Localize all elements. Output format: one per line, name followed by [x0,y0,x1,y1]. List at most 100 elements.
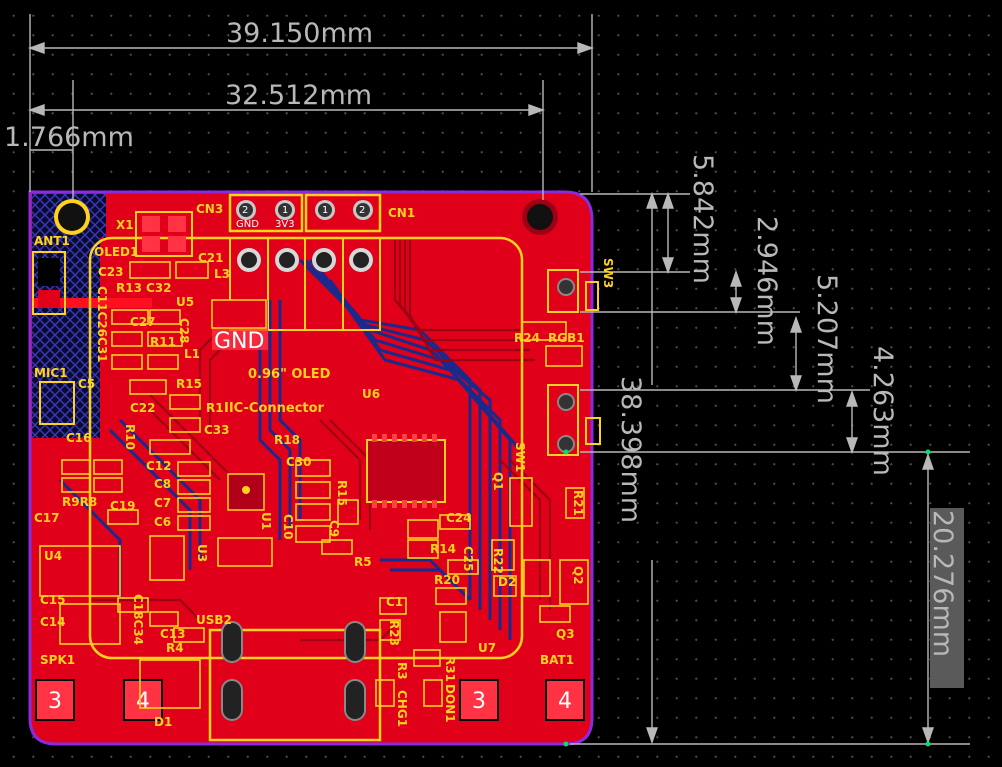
label-x1: X1 [116,218,134,232]
snap-points [563,449,931,747]
label-c15: C15 [40,593,66,607]
label-bat1: BAT1 [540,653,574,667]
label-r11: R11 [150,335,176,349]
cn3-pin1[interactable] [275,200,295,220]
spk1-pad-right[interactable]: 4 [123,679,163,721]
dim-board-width: 39.150mm [226,18,373,49]
cn1-pin1[interactable] [315,200,335,220]
label-d2: D2 [498,575,516,589]
dim-v4: 4.263mm [867,346,898,476]
dim-hole-offset: 1.766mm [4,122,134,153]
cn1-pin2-number: 2 [359,205,365,216]
label-c24: C24 [446,511,472,525]
label-cn3: CN3 [196,202,223,216]
spk1-pad-left[interactable]: 3 [35,679,75,721]
sw3-switch[interactable] [547,269,599,313]
label-c8: C8 [154,477,171,491]
label-c17: C17 [34,511,60,525]
label-r1: R1 [206,401,224,415]
cn3-pin2[interactable] [236,200,256,220]
label-l3: L3 [214,267,230,281]
label-r23: R23 [387,620,401,646]
label-u6: U6 [362,387,380,401]
label-r3: R3 [395,662,409,680]
dimension-lines [27,14,970,745]
ant1-footprint[interactable] [32,251,66,315]
cn3-pin1-net: 3V3 [275,219,295,230]
label-c5: C5 [78,377,95,391]
oled-note-line1: 0.96" OLED [248,367,331,382]
mic1-footprint[interactable] [39,381,75,425]
cn3-pin2-number: 2 [242,205,248,216]
cn3-header[interactable] [228,193,304,233]
label-c21: C21 [198,251,224,265]
label-c22: C22 [130,401,156,415]
net-gnd-label: GND [214,329,264,354]
oled-note-line2: IIC-Connector [224,401,325,416]
label-r4: R4 [166,641,184,655]
label-chg1: CHG1 [395,690,409,727]
label-c11c26c31: C11C26C31 [95,286,109,363]
x1-crystal[interactable] [135,211,193,257]
label-c23: C23 [98,265,124,279]
usb2-connector[interactable] [208,621,382,742]
label-c9: C9 [327,520,341,537]
ant1-pad-top[interactable] [38,258,60,286]
label-c14: C14 [40,615,66,629]
dim-v6: 20.276mm [927,510,958,657]
label-c12: C12 [146,459,172,473]
label-r31: R31 [443,656,457,682]
label-c27: C27 [130,315,156,329]
label-u7: U7 [478,641,496,655]
label-d1: D1 [154,715,172,729]
label-c6: C6 [154,515,171,529]
label-rgb1: RGB1 [548,331,585,345]
label-r24: R24 [514,331,540,345]
dim-v3: 5.207mm [811,274,842,404]
bat1-pad-left[interactable]: 3 [459,679,499,721]
u6-chip[interactable] [366,434,446,508]
bat1-pad-right[interactable]: 4 [545,679,585,721]
cn1-pin1-number: 1 [322,205,328,216]
u1-chip[interactable] [227,473,265,511]
label-c30: C30 [286,455,312,469]
cn1-pin2[interactable] [353,200,373,220]
cn3-pin1-number: 1 [282,205,288,216]
label-c25: C25 [461,546,475,572]
label-r5: R5 [354,555,372,569]
label-l1: L1 [184,347,200,361]
svg-text:3: 3 [48,689,62,714]
svg-text:3: 3 [472,689,486,714]
label-c7: C7 [154,496,171,510]
label-c28: C28 [177,318,191,344]
ant1-pad-bottom[interactable] [38,290,60,308]
label-r18: R18 [274,433,300,447]
label-sw3: SW3 [601,258,615,288]
label-c18c34: C18C34 [131,594,145,645]
label-u5: U5 [176,295,194,309]
label-r13: R13 [116,281,142,295]
label-c10: C10 [281,514,295,540]
cn1-header[interactable] [304,193,382,233]
label-don1: DON1 [443,684,457,723]
label-r21: R21 [571,490,585,516]
smd-passives [39,261,589,709]
label-c16: C16 [66,431,92,445]
label-u1: U1 [259,512,273,530]
oled-connector[interactable] [229,237,381,331]
sw1-switch[interactable] [547,384,601,456]
mounting-hole-right[interactable] [522,199,558,235]
label-r14: R14 [430,542,456,556]
label-c32: C32 [146,281,172,295]
label-mic1: MIC1 [34,366,68,380]
label-cn1: CN1 [388,206,415,220]
label-u4: U4 [44,549,62,563]
dim-highlight-box [930,508,964,688]
silkscreen-labels: X1 CN3 CN1 ANT1 OLED1 C23 C21 L3 R13 C32… [34,202,615,729]
label-usb2: USB2 [196,613,232,627]
u5-chip[interactable] [211,299,267,329]
label-r10: R10 [123,424,137,450]
mounting-hole-left[interactable] [54,199,90,235]
dim-inner-width: 32.512mm [225,80,372,111]
